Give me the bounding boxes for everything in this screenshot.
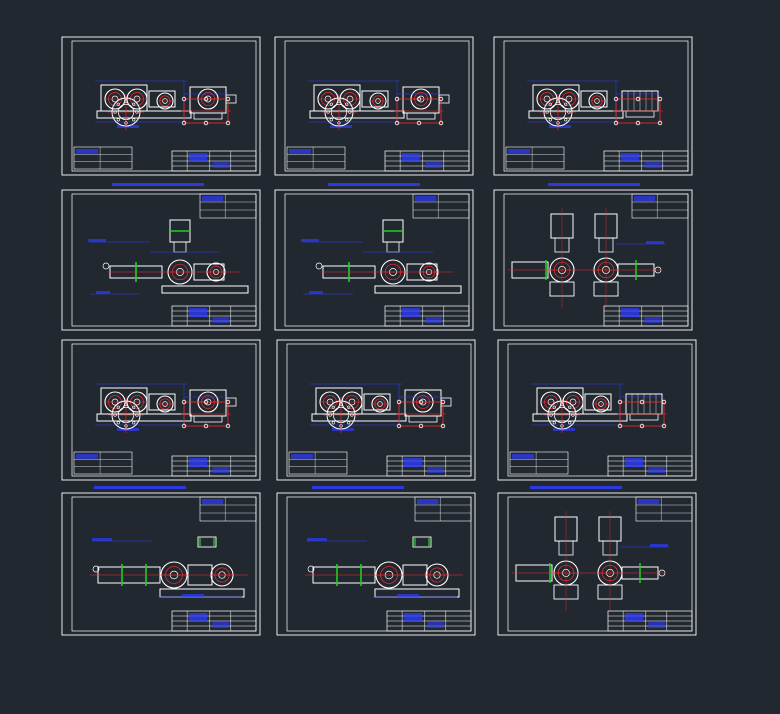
sheet-inner-frame (284, 193, 470, 327)
sheet-border (274, 36, 474, 176)
sheet-caption (312, 486, 404, 489)
sheet-caption (328, 183, 420, 186)
drawing-sheet-r1c3[interactable] (493, 36, 693, 176)
sheet-border (61, 36, 261, 176)
sheet-border (493, 189, 693, 331)
revision-table (73, 451, 133, 475)
drawing-sheet-r3c2[interactable] (276, 339, 476, 481)
sheet-inner-frame (286, 343, 472, 477)
sheet-border (274, 189, 474, 331)
sheet-border (61, 492, 261, 636)
revision-table (412, 193, 470, 219)
drawing-sheet-r4c1[interactable] (61, 492, 261, 636)
drawing-sheet-r1c2[interactable] (274, 36, 474, 176)
sheet-inner-frame (71, 40, 257, 172)
sheet-border (497, 492, 697, 636)
revision-table (635, 496, 693, 522)
sheet-caption (94, 486, 186, 489)
sheet-border (497, 339, 697, 481)
drawing-sheet-r4c2[interactable] (276, 492, 476, 636)
revision-table (631, 193, 689, 219)
sheet-border (276, 492, 476, 636)
sheet-inner-frame (71, 343, 257, 477)
sheet-inner-frame (503, 40, 689, 172)
drawing-sheet-r2c1[interactable] (61, 189, 261, 331)
sheet-border (61, 189, 261, 331)
revision-table (505, 146, 565, 170)
sheet-caption (548, 183, 640, 186)
sheet-border (493, 36, 693, 176)
revision-table (73, 146, 133, 170)
sheet-caption (530, 486, 622, 489)
sheet-inner-frame (503, 193, 689, 327)
sheet-inner-frame (286, 496, 472, 632)
drawing-sheet-r3c3[interactable] (497, 339, 697, 481)
revision-table (509, 451, 569, 475)
sheet-inner-frame (71, 496, 257, 632)
revision-table (414, 496, 472, 522)
sheet-caption (112, 183, 204, 186)
revision-table (199, 496, 257, 522)
drawing-sheet-r1c1[interactable] (61, 36, 261, 176)
revision-table (288, 451, 348, 475)
revision-table (286, 146, 346, 170)
drawing-sheets (61, 36, 697, 636)
sheet-border (61, 339, 261, 481)
sheet-inner-frame (71, 193, 257, 327)
sheet-inner-frame (284, 40, 470, 172)
sheet-inner-frame (507, 343, 693, 477)
sheet-inner-frame (507, 496, 693, 632)
drawing-sheet-r4c3[interactable] (497, 492, 697, 636)
drawing-sheet-r2c3[interactable] (493, 189, 693, 331)
sheet-border (276, 339, 476, 481)
drawing-sheet-r2c2[interactable] (274, 189, 474, 331)
revision-table (199, 193, 257, 219)
drawing-sheet-r3c1[interactable] (61, 339, 261, 481)
